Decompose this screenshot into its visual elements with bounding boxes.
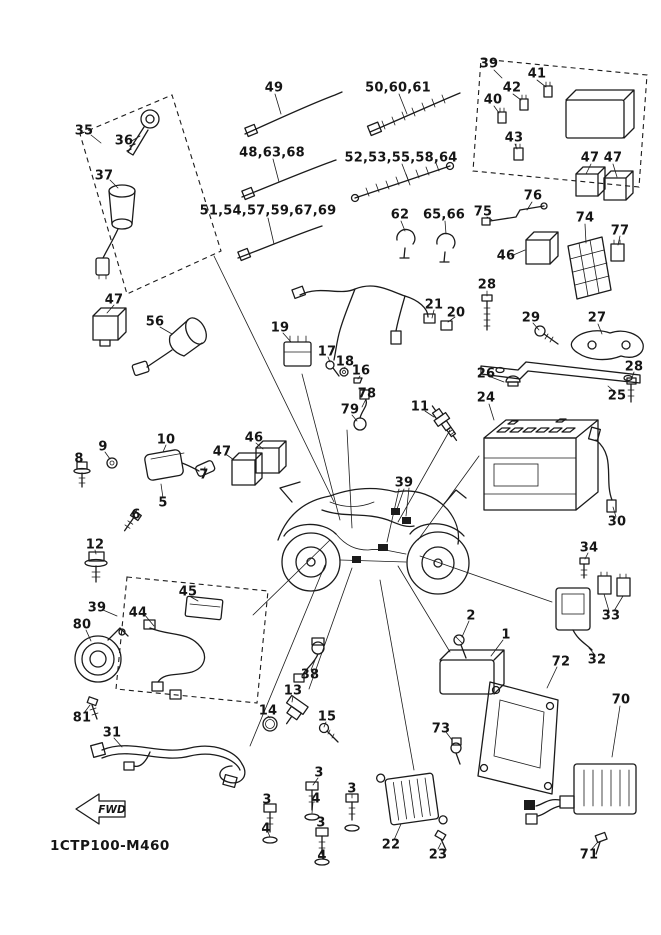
- bolt-28-upper: [481, 294, 493, 331]
- connector-77: [610, 239, 625, 262]
- bolt-81: [86, 696, 99, 720]
- clamp-65-66: [436, 232, 456, 263]
- spark-plug-11: [431, 405, 458, 442]
- bolt-28-lower: [626, 377, 637, 403]
- ignition-switch-group: [79, 94, 222, 295]
- bolt-73: [450, 737, 462, 765]
- cable-tie-50-60-61: [366, 92, 461, 137]
- cable-tie-51-group: [237, 225, 323, 262]
- bracket-74: [567, 236, 612, 300]
- bracket-27: [570, 330, 644, 361]
- relay-pair-mid: [231, 440, 287, 486]
- fwd-arrow-label: FWD: [98, 804, 126, 816]
- sensor-13-group: [262, 694, 339, 743]
- bolt-washer-cluster-3-4: [262, 781, 360, 866]
- diagram-code: 1CTP100-M460: [50, 838, 170, 854]
- bolt-23: [434, 829, 447, 851]
- sensor-75-76: [481, 202, 548, 226]
- bolt-12: [84, 551, 108, 583]
- cdi-harness-group-44-45: [115, 576, 269, 704]
- bolt-34: [579, 557, 590, 579]
- relay-47-topleft: [92, 307, 127, 347]
- relay-47-right-b: [603, 170, 634, 201]
- cylinder-lock-56: [131, 317, 207, 376]
- fwd-arrow: FWD: [75, 793, 126, 825]
- routing-lines: [213, 255, 553, 771]
- relay-47-right-a: [575, 166, 606, 197]
- cable-tie-48-63-68: [241, 159, 337, 201]
- battery-24: [483, 418, 599, 511]
- sensor-38: [293, 637, 325, 683]
- battery-cable-30: [587, 426, 617, 513]
- horn-80: [74, 627, 129, 683]
- bolt-71: [594, 831, 608, 855]
- sensor-78-79: [353, 389, 370, 431]
- mount-bracket-72: [477, 681, 559, 795]
- bolt-29: [534, 325, 559, 345]
- corrugated-tube-52-group: [350, 161, 455, 203]
- rectifier-22: [376, 772, 448, 826]
- clamp-62: [396, 228, 416, 259]
- leader-lines: [83, 69, 635, 851]
- connectors-33: [597, 571, 631, 597]
- cable-tie-49: [244, 91, 343, 138]
- atv-sketch: [277, 481, 470, 595]
- wire-lead-31: [90, 742, 246, 789]
- ignition-coil-group: [73, 449, 216, 532]
- screw-2: [453, 634, 467, 659]
- wire-harness-center: [283, 285, 453, 384]
- cdi-unit-1: [439, 649, 505, 695]
- relay-46-right: [525, 231, 559, 265]
- regulator-70: [524, 763, 637, 825]
- grommet-26: [505, 375, 521, 387]
- coil-32: [555, 587, 593, 651]
- bracket-bar-25: [480, 361, 641, 384]
- ecu-group-39: [472, 58, 648, 188]
